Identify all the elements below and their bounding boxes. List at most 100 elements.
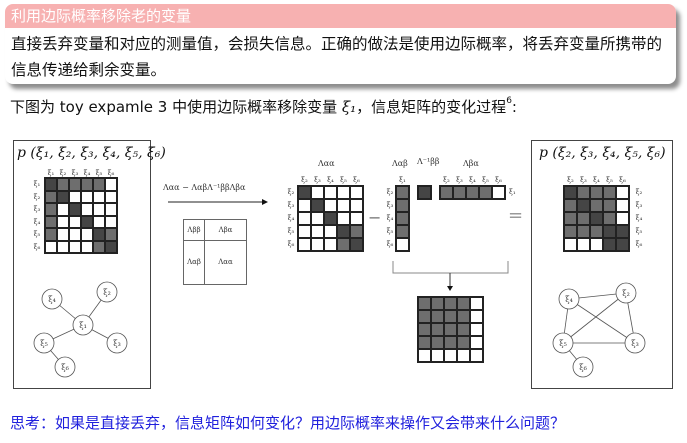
axis-label: ξ₄ xyxy=(327,176,334,184)
matrix-cell xyxy=(577,238,590,251)
matrix-cell xyxy=(350,186,363,199)
matrix-cell xyxy=(564,238,577,251)
axis-label: ξ₅ xyxy=(635,227,643,235)
matrix-cell xyxy=(337,238,350,251)
question-text: 思考：如果是直接丢弃，信息矩阵如何变化？用边际概率来操作又会带来什么问题？ xyxy=(10,414,566,432)
matrix-cell xyxy=(57,203,69,216)
lambda-aa: Λαα xyxy=(218,258,233,266)
graph-node-label: ξ₂ xyxy=(622,289,630,298)
matrix-cell xyxy=(311,199,324,212)
graph-node xyxy=(106,332,128,354)
axis-label: ξ₂ xyxy=(59,169,67,177)
axis-label: ξ₆ xyxy=(107,169,115,177)
matrix-cell xyxy=(45,190,57,203)
matrix-cell xyxy=(564,225,577,238)
matrix-cell xyxy=(57,190,69,203)
matrix-cell xyxy=(603,225,616,238)
axis-label: ξ₃ xyxy=(314,176,321,184)
lba-title: Λβα xyxy=(463,159,479,168)
intro-before: 下图为 toy expamle 3 中使用边际概率移除变量 xyxy=(10,98,342,116)
axis-label: ξ₃ xyxy=(287,201,295,209)
matrix-cell xyxy=(396,225,409,238)
matrix-cell xyxy=(69,228,81,241)
matrix-cell xyxy=(81,228,93,241)
lba-row-label: ξ₁ xyxy=(509,188,516,196)
matrix-cell xyxy=(350,238,363,251)
matrix-cell xyxy=(81,215,93,228)
matrix-cell xyxy=(577,199,590,212)
matrix-cell xyxy=(105,178,117,191)
left-panel-title: p (ξ₁, ξ₂, ξ₃, ξ₄, ξ₅, ξ₆) xyxy=(17,145,166,161)
matrix-cell xyxy=(105,215,117,228)
block-title: 利用边际概率移除老的变量 xyxy=(5,4,676,28)
bracket-arrow-icon xyxy=(392,261,509,291)
matrix-cell xyxy=(311,238,324,251)
matrix-cell xyxy=(337,186,350,199)
matrix-cell xyxy=(577,186,590,199)
matrix-cell xyxy=(69,240,81,253)
matrix-cell xyxy=(45,203,57,216)
matrix-cell xyxy=(431,297,444,310)
matrix-cell xyxy=(590,225,603,238)
matrix-cell xyxy=(564,186,577,199)
axis-label: ξ₅ xyxy=(482,176,489,184)
product-matrix xyxy=(417,296,484,363)
axis-label: ξ₅ xyxy=(95,169,103,177)
axis-label: ξ₅ xyxy=(606,176,613,184)
matrix-cell xyxy=(105,228,117,241)
xi1-symbol: ξ₁ xyxy=(341,98,357,116)
matrix-cell xyxy=(81,178,93,191)
matrix-cell xyxy=(457,310,470,323)
axis-label: ξ₂ xyxy=(443,176,450,184)
matrix-cell xyxy=(337,225,350,238)
lab-title: Λαβ xyxy=(392,159,408,168)
matrix-cell xyxy=(93,190,105,203)
matrix-cell xyxy=(324,238,337,251)
partition-hline xyxy=(184,240,246,241)
graph-node-label: ξ₂ xyxy=(103,288,111,297)
minus-sign: − xyxy=(368,208,382,227)
matrix-cell xyxy=(492,186,505,199)
block-body: 直接丢弃变量和对应的测量值，会损失信息。正确的做法是使用边际概率，将丢弃变量所携… xyxy=(11,35,663,79)
matrix-cell xyxy=(479,186,492,199)
matrix-cell xyxy=(577,212,590,225)
graph-node xyxy=(552,332,574,354)
partition-vline xyxy=(204,220,205,284)
matrix-cell xyxy=(45,240,57,253)
matrix-cell xyxy=(431,349,444,362)
matrix-cell xyxy=(57,178,69,191)
matrix-cell xyxy=(81,190,93,203)
matrix-cell xyxy=(616,212,629,225)
lbb-inv-title: Λ⁻¹ββ xyxy=(417,157,440,166)
definition-block: 利用边际概率移除老的变量 直接丢弃变量和对应的测量值，会损失信息。正确的做法是使… xyxy=(5,4,676,84)
lambda-ba: Λβα xyxy=(218,226,233,234)
matrix-cell xyxy=(470,349,483,362)
axis-label: ξ₂ xyxy=(386,188,394,196)
graph-node-label: ξ₄ xyxy=(48,295,56,304)
graph-node xyxy=(615,282,637,304)
axis-label: ξ₂ xyxy=(635,188,643,196)
schur-formula: Λαα − ΛαβΛ⁻¹ββΛβα xyxy=(163,183,246,192)
left-info-matrix xyxy=(44,177,118,254)
intro-colon: : xyxy=(511,98,517,116)
matrix-cell xyxy=(466,186,479,199)
matrix-cell xyxy=(45,228,57,241)
lambda-bb: Λββ xyxy=(187,226,201,234)
axis-label: ξ₆ xyxy=(635,240,643,248)
matrix-cell xyxy=(616,186,629,199)
axis-label: ξ₃ xyxy=(635,201,643,209)
matrix-cell xyxy=(311,212,324,225)
matrix-cell xyxy=(93,203,105,216)
matrix-cell xyxy=(470,310,483,323)
matrix-cell xyxy=(418,323,431,336)
matrix-cell xyxy=(616,238,629,251)
right-panel-title: p (ξ₂, ξ₃, ξ₄, ξ₅, ξ₆) xyxy=(539,145,666,161)
matrix-cell xyxy=(298,225,311,238)
matrix-cell xyxy=(457,349,470,362)
graph-node xyxy=(572,356,594,378)
matrix-cell xyxy=(590,199,603,212)
footnote-marker[interactable]: 6 xyxy=(506,96,512,106)
